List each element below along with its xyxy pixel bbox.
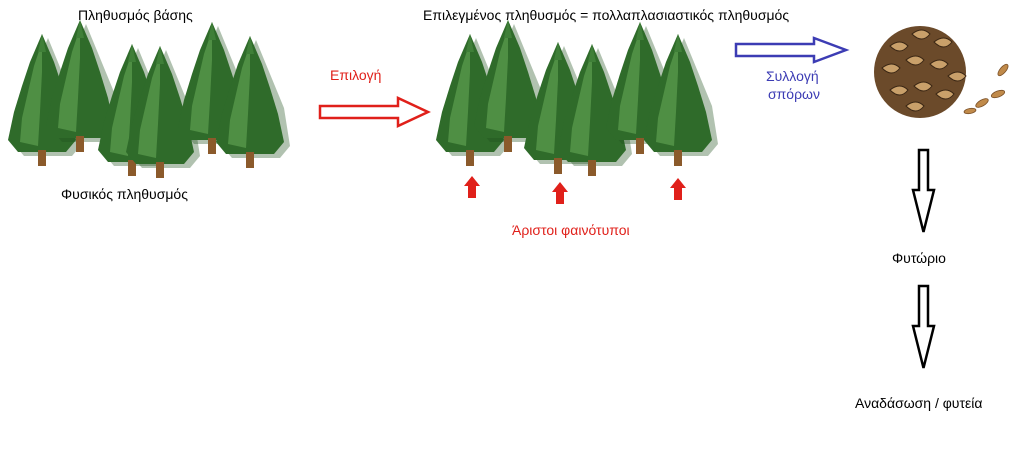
selection-arrow-icon	[318, 96, 431, 128]
seed-icon	[990, 89, 1006, 99]
selected-population-trees	[436, 20, 718, 176]
natural-population-trees	[8, 20, 290, 178]
selection-label: Επιλογή	[330, 67, 382, 83]
nursery-arrow-icon	[911, 148, 936, 233]
seed-collection-arrow-icon	[734, 36, 850, 64]
seed-collection-label-line1: Συλλογή	[766, 68, 819, 84]
seed-icon	[975, 98, 989, 108]
reforestation-label: Αναδάσωση / φυτεία	[855, 395, 983, 411]
up-arrow-icon	[464, 176, 480, 198]
seeds	[963, 63, 1009, 115]
up-arrow-icon	[552, 182, 568, 204]
best-phenotype-markers	[464, 176, 686, 204]
seed-icon	[997, 63, 1009, 77]
up-arrow-icon	[670, 178, 686, 200]
pine-cone-icon	[874, 26, 967, 118]
base-population-label: Πληθυσμός βάσης	[78, 7, 193, 23]
seed-collection-label-line2: σπόρων	[768, 86, 820, 102]
selected-population-label: Επιλεγμένος πληθυσμός = πολλαπλασιαστικό…	[423, 7, 790, 23]
seed-icon	[963, 107, 977, 115]
reforestation-arrow-icon	[911, 284, 936, 369]
natural-population-label: Φυσικός πληθυσμός	[61, 186, 188, 202]
best-phenotypes-label: Άριστοι φαινότυποι	[512, 222, 630, 238]
nursery-label: Φυτώριο	[892, 250, 946, 266]
